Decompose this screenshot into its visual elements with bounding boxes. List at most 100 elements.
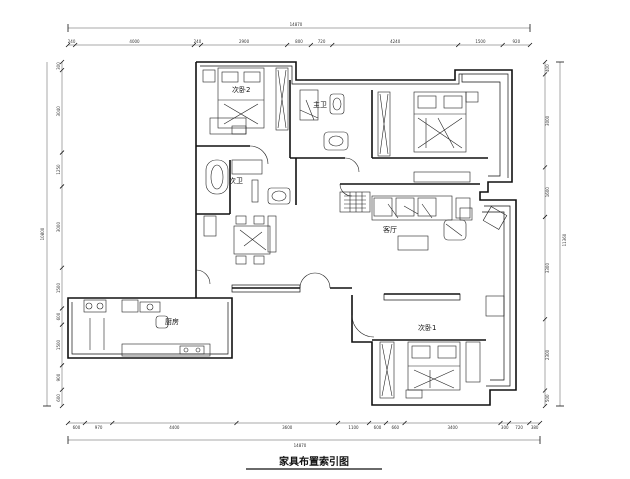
bottom-dimension-segment-label: 970	[95, 425, 103, 430]
top-dimension-tick	[308, 42, 314, 48]
bottom-dimension-segment-label: 1100	[348, 425, 359, 430]
master-bath-fixtures	[299, 89, 349, 151]
bottom-dimension-segment-label: 720	[515, 425, 523, 430]
right-dimension-segment-label: 2300	[545, 349, 550, 360]
top-dimension-tick	[72, 42, 78, 48]
master-bedroom-furniture	[377, 91, 479, 183]
top-dimension-segment-label: 4000	[129, 39, 140, 44]
top-dimension-lines: 14870 240 4000 240 2900 800 720 4240 1500 920	[65, 22, 533, 48]
top-dimension-segment-label: 720	[318, 39, 326, 44]
bottom-dimension-tick	[383, 420, 389, 426]
top-dimension-segment-label: 2900	[239, 39, 250, 44]
interior-walls	[196, 80, 488, 341]
top-dimension-segment-label: 240	[194, 39, 202, 44]
bottom-dimension-tick	[506, 420, 512, 426]
bottom-dimension-tick	[65, 420, 71, 426]
bottom-dimension-lines: 14870 600 970 4400 3600 1100 600 660 3400 300 720…	[65, 420, 543, 448]
left-dimension-segment-label: 1500	[56, 339, 61, 350]
bottom-dimension-tick	[335, 420, 341, 426]
bottom-dimension-segment-label: 4400	[169, 425, 180, 430]
left-dimension-segment-label: 600	[56, 394, 61, 402]
bottom-total-dimension: 14870	[294, 443, 307, 448]
left-dimension-tick	[59, 306, 65, 311]
top-dimension-tick	[455, 42, 461, 48]
left-dimension-tick	[59, 150, 65, 155]
left-dimension-segment-label: 3040	[56, 106, 61, 117]
bottom-dimension-tick	[234, 420, 239, 426]
top-dimension-tick	[527, 42, 533, 48]
top-dimension-tick	[500, 42, 505, 48]
bottom-dimension-tick	[526, 420, 532, 426]
room-labels: 次卧2 主卫 次卫 客厅 厨房 次卧1	[165, 85, 436, 332]
top-dimension-segment-label: 800	[295, 39, 303, 44]
secondary-bath-fixtures	[205, 159, 291, 205]
left-dimension-segment-label: 1500	[56, 283, 61, 294]
left-dimension-tick	[59, 322, 65, 327]
left-dimension-tick	[59, 67, 65, 73]
right-dimension-tick	[542, 165, 548, 170]
bedroom-1-furniture	[379, 295, 505, 399]
right-dimension-tick	[542, 316, 548, 322]
exterior-walls	[67, 61, 517, 406]
right-dimension-segment-label: 1600	[545, 187, 550, 198]
left-dimension-tick	[59, 403, 65, 409]
top-dimension-segment-label: 920	[513, 39, 521, 44]
right-dimension-tick	[542, 403, 548, 409]
top-dimension-segment-label: 4240	[390, 39, 401, 44]
bottom-dimension-tick	[498, 420, 503, 426]
left-dimension-tick	[59, 363, 65, 368]
bottom-dimension-tick	[537, 420, 543, 426]
top-dimension-segment-label: 1500	[475, 39, 486, 44]
bottom-dimension-segment-label: 3600	[282, 425, 293, 430]
right-dimension-tick	[542, 72, 548, 77]
label-secondary-bedroom-2: 次卧2	[232, 85, 250, 94]
bottom-dimension-tick	[110, 420, 115, 426]
dining-furniture	[203, 215, 277, 265]
top-dimension-tick	[284, 42, 290, 48]
left-dimension-tick	[59, 59, 65, 65]
drawing-title-block: 家具布置索引图	[246, 455, 382, 470]
bottom-dimension-segment-label: 660	[391, 425, 399, 430]
bottom-dimension-segment-label: 600	[73, 425, 81, 430]
top-total-dimension: 14870	[290, 22, 303, 27]
right-dimension-segment-label: 3000	[545, 115, 550, 126]
bottom-dimension-tick	[366, 420, 372, 426]
left-dimension-tick	[59, 387, 65, 393]
top-dimension-segment-label: 240	[68, 39, 76, 44]
doors	[195, 145, 375, 338]
top-dimension-tick	[65, 42, 71, 48]
bottom-dimension-tick	[82, 420, 88, 426]
bottom-dimension-segment-label: 380	[531, 425, 539, 430]
right-dimension-tick	[542, 59, 548, 65]
left-dimension-segment-label: 300	[56, 62, 61, 70]
drawing-title: 家具布置索引图	[279, 455, 349, 468]
left-dimension-tick	[59, 184, 65, 189]
label-secondary-bedroom-1: 次卧1	[418, 323, 436, 332]
bottom-dimension-segment-label: 300	[501, 425, 509, 430]
right-dimension-lines: 11360 400 3000 1600 3300 2300 500	[542, 59, 567, 409]
kitchen-furniture	[83, 299, 211, 357]
right-dimension-tick	[542, 388, 548, 393]
top-dimension-tick	[198, 42, 204, 48]
label-master-bath: 主卫	[313, 100, 327, 109]
left-dimension-segment-label: 1250	[56, 164, 61, 175]
left-dimension-segment-label: 600	[56, 312, 61, 320]
living-room-furniture	[339, 191, 508, 251]
label-secondary-bath: 次卫	[229, 176, 243, 185]
left-dimension-segment-label: 3000	[56, 222, 61, 233]
bottom-dimension-segment-label: 600	[374, 425, 382, 430]
top-dimension-tick	[329, 42, 335, 48]
right-dimension-segment-label: 400	[545, 64, 550, 72]
right-dimension-segment-label: 500	[545, 394, 550, 402]
left-total-dimension: 10800	[40, 227, 45, 240]
bedroom-2-furniture	[202, 67, 289, 135]
left-dimension-tick	[59, 265, 65, 271]
label-living-room: 客厅	[383, 225, 397, 234]
bottom-dimension-tick	[402, 420, 407, 426]
right-total-dimension: 11360	[562, 233, 567, 246]
top-dimension-tick	[191, 42, 197, 48]
right-dimension-segment-label: 3300	[545, 263, 550, 274]
bottom-dimension-segment-label: 3400	[447, 425, 458, 430]
